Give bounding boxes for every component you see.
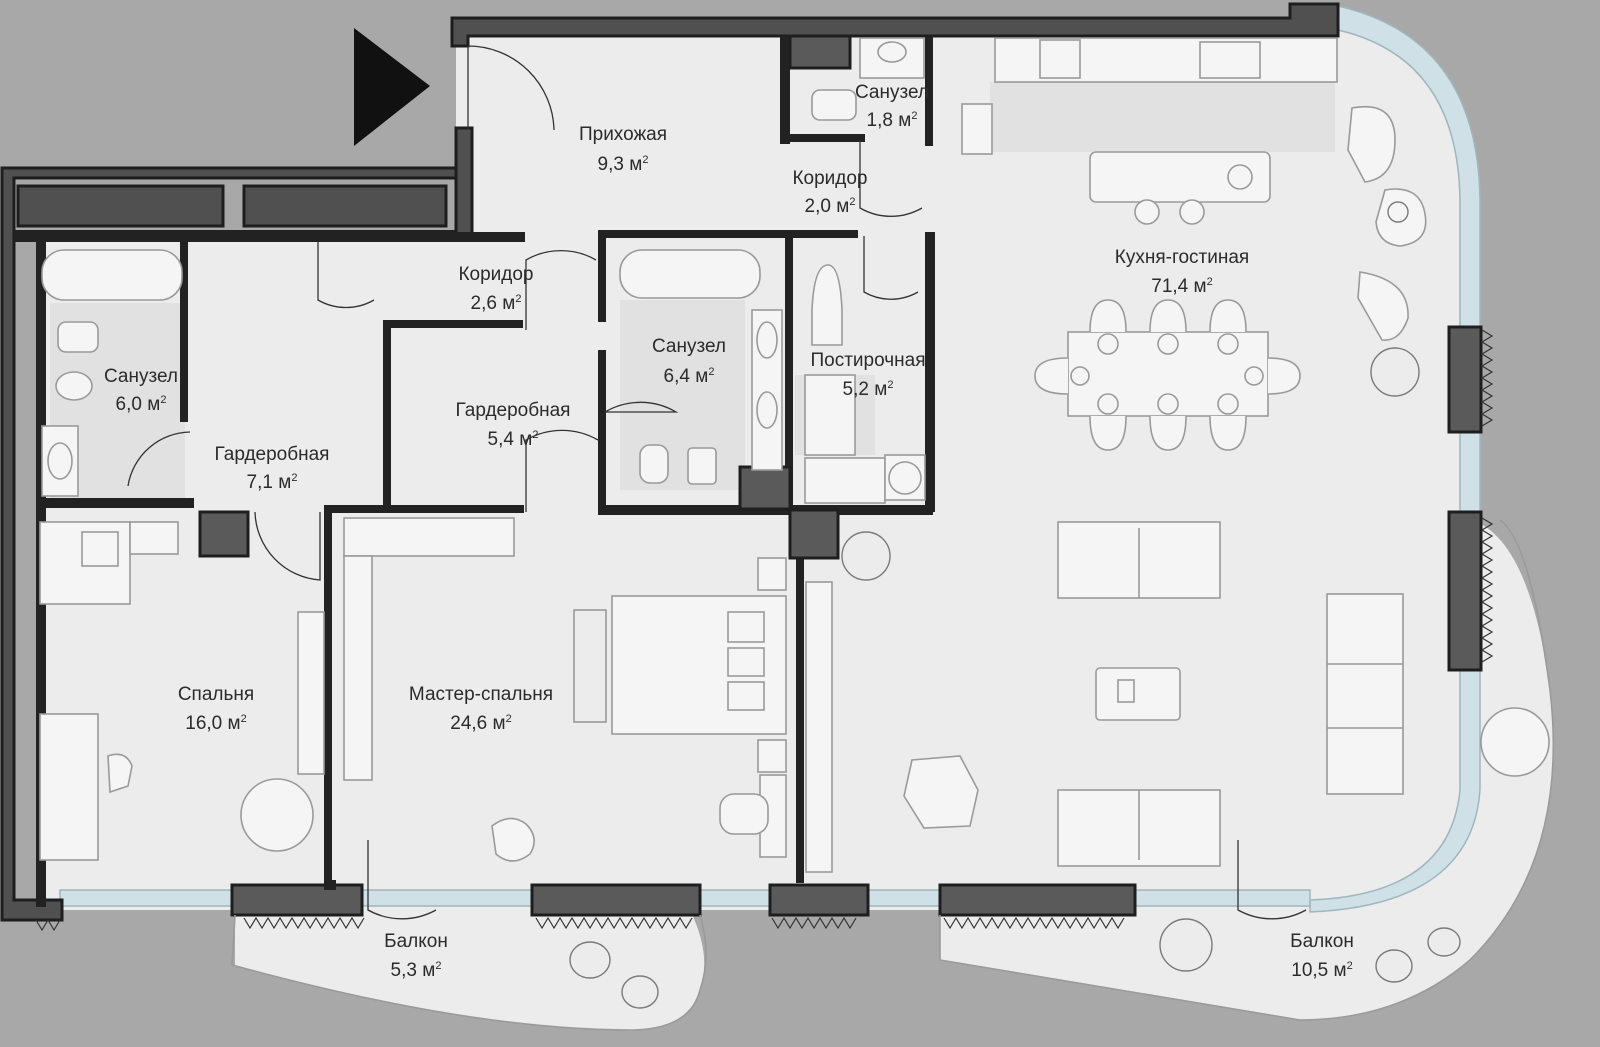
label-bedroom-name: Спальня bbox=[178, 684, 254, 705]
entrance-arrow-icon bbox=[354, 28, 430, 146]
label-kitchen-name: Кухня-гостиная bbox=[1115, 247, 1249, 268]
label-wardrobe-2-name: Гардеробная bbox=[456, 400, 571, 421]
living-furniture bbox=[903, 106, 1550, 867]
doors bbox=[127, 45, 1307, 920]
label-wc-small-name: Санузел bbox=[855, 82, 929, 103]
label-wardrobe-2-area: 5,4 м2 bbox=[488, 429, 539, 450]
balcony-railings bbox=[35, 329, 1555, 1031]
label-laundry-area: 5,2 м2 bbox=[843, 379, 894, 400]
room-labels: Прихожая 9,3 м2 Санузел 1,8 м2 Коридор 2… bbox=[104, 82, 1354, 981]
label-kitchen-area: 71,4 м2 bbox=[1151, 276, 1212, 297]
balcony-left-floor bbox=[235, 910, 705, 1030]
label-bath-mid-area: 6,4 м2 bbox=[664, 366, 715, 387]
label-corridor-1-name: Коридор bbox=[792, 168, 867, 189]
label-wardrobe-1-area: 7,1 м2 bbox=[247, 472, 298, 493]
label-wardrobe-1-name: Гардеробная bbox=[215, 444, 330, 465]
label-wc-small-area: 1,8 м2 bbox=[867, 110, 918, 131]
bath-mid-fixtures bbox=[619, 249, 783, 485]
label-corridor-2-area: 2,6 м2 bbox=[471, 293, 522, 314]
label-corridor-1-area: 2,0 м2 bbox=[805, 196, 856, 217]
label-bath-left-area: 6,0 м2 bbox=[116, 394, 167, 415]
label-corridor-2-name: Коридор bbox=[458, 264, 533, 285]
bath-left-fixtures bbox=[41, 249, 183, 497]
laundry-fixtures bbox=[804, 264, 926, 504]
label-hall-area: 9,3 м2 bbox=[598, 154, 649, 175]
master-bed bbox=[491, 557, 833, 873]
dining-set bbox=[1034, 299, 1301, 451]
label-master-name: Мастер-спальня bbox=[409, 684, 553, 705]
plants bbox=[569, 201, 1461, 1009]
label-hall-name: Прихожая bbox=[579, 124, 667, 145]
label-balcony-1-area: 5,3 м2 bbox=[391, 960, 442, 981]
label-balcony-1-name: Балкон bbox=[384, 931, 448, 952]
label-laundry-name: Постирочная bbox=[810, 350, 925, 371]
wc-small-fixtures bbox=[811, 37, 925, 121]
label-bath-mid-name: Санузел bbox=[652, 336, 726, 357]
label-balcony-2-name: Балкон bbox=[1290, 931, 1354, 952]
label-balcony-2-area: 10,5 м2 bbox=[1291, 960, 1352, 981]
kitchen-fixtures bbox=[961, 37, 1338, 225]
label-bedroom-area: 16,0 м2 bbox=[185, 713, 246, 734]
bedroom-furniture bbox=[39, 517, 515, 861]
label-bath-left-name: Санузел bbox=[104, 366, 178, 387]
label-master-area: 24,6 м2 bbox=[450, 713, 511, 734]
